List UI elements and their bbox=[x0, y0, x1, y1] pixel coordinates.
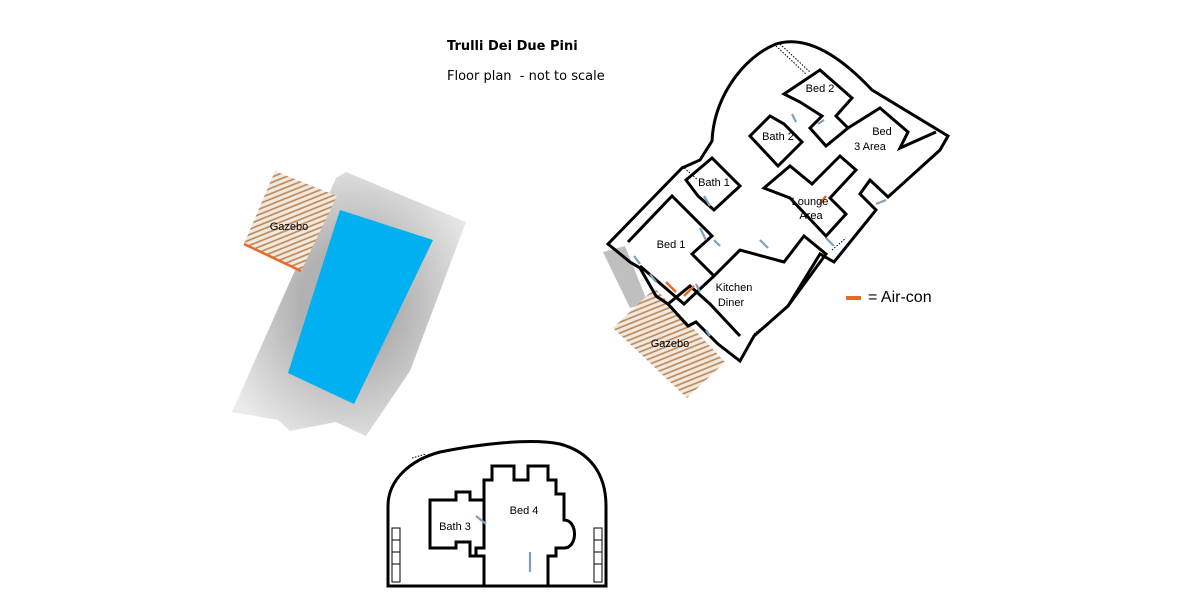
window bbox=[753, 307, 787, 335]
house-gazebo bbox=[613, 288, 725, 398]
bed1-walls bbox=[626, 193, 717, 307]
gazebo-pool-label: Gazebo bbox=[270, 221, 309, 233]
aircon-legend: = Air-con bbox=[846, 289, 932, 307]
window bbox=[831, 237, 847, 251]
kitchen-lower-walls bbox=[667, 284, 742, 338]
entry-path bbox=[603, 246, 648, 308]
kitchen-label-line2: Diner bbox=[718, 297, 745, 309]
bath2-label: Bath 2 bbox=[762, 131, 794, 143]
kitchen-label-line1: Kitchen bbox=[716, 282, 753, 294]
bed3-label-line2: 3 Area bbox=[854, 141, 887, 153]
lounge-label-line1: Lounge bbox=[792, 196, 829, 208]
bath3-walls bbox=[428, 490, 486, 558]
pool bbox=[288, 210, 433, 404]
doors bbox=[633, 113, 887, 337]
bath3-door bbox=[475, 515, 487, 525]
outer-wall bbox=[605, 40, 951, 364]
bath2-walls bbox=[747, 114, 805, 169]
window bbox=[681, 165, 699, 181]
bed1-label: Bed 1 bbox=[657, 239, 686, 251]
main-trullo: Gazebo bbox=[603, 40, 951, 398]
aircon-swatch-icon bbox=[846, 295, 861, 300]
pool-gazebo bbox=[244, 171, 337, 271]
aircon-legend-label: = Air-con bbox=[868, 289, 932, 306]
gazebo-house-label: Gazebo bbox=[651, 338, 690, 350]
bed2-walls bbox=[781, 68, 855, 149]
bath1-walls bbox=[683, 155, 743, 213]
bed3-walls bbox=[847, 106, 937, 152]
kitchen-walls bbox=[712, 233, 829, 307]
bath3-label: Bath 3 bbox=[439, 521, 471, 533]
bed4-label: Bed 4 bbox=[510, 505, 539, 517]
pool-area: Gazebo bbox=[232, 171, 466, 436]
window bbox=[779, 43, 811, 73]
pool-gazebo-edge bbox=[243, 242, 302, 273]
bed2-label: Bed 2 bbox=[806, 83, 835, 95]
window bbox=[775, 45, 807, 75]
bed4-walls bbox=[474, 464, 576, 586]
bath1-label: Bath 1 bbox=[698, 177, 730, 189]
annex-windows bbox=[391, 441, 603, 583]
lounge-label-line2: Area bbox=[799, 210, 823, 222]
bed3-label-line1: Bed bbox=[872, 126, 892, 138]
plan-subtitle: Floor plan - not to scale bbox=[447, 69, 605, 84]
lounge-walls bbox=[761, 153, 859, 239]
second-trullo: Bath 3 Bed 4 bbox=[386, 440, 608, 588]
plan-title: Trulli Dei Due Pini bbox=[447, 39, 578, 54]
aircon-units bbox=[665, 195, 827, 297]
annex-outer-wall bbox=[386, 440, 608, 588]
